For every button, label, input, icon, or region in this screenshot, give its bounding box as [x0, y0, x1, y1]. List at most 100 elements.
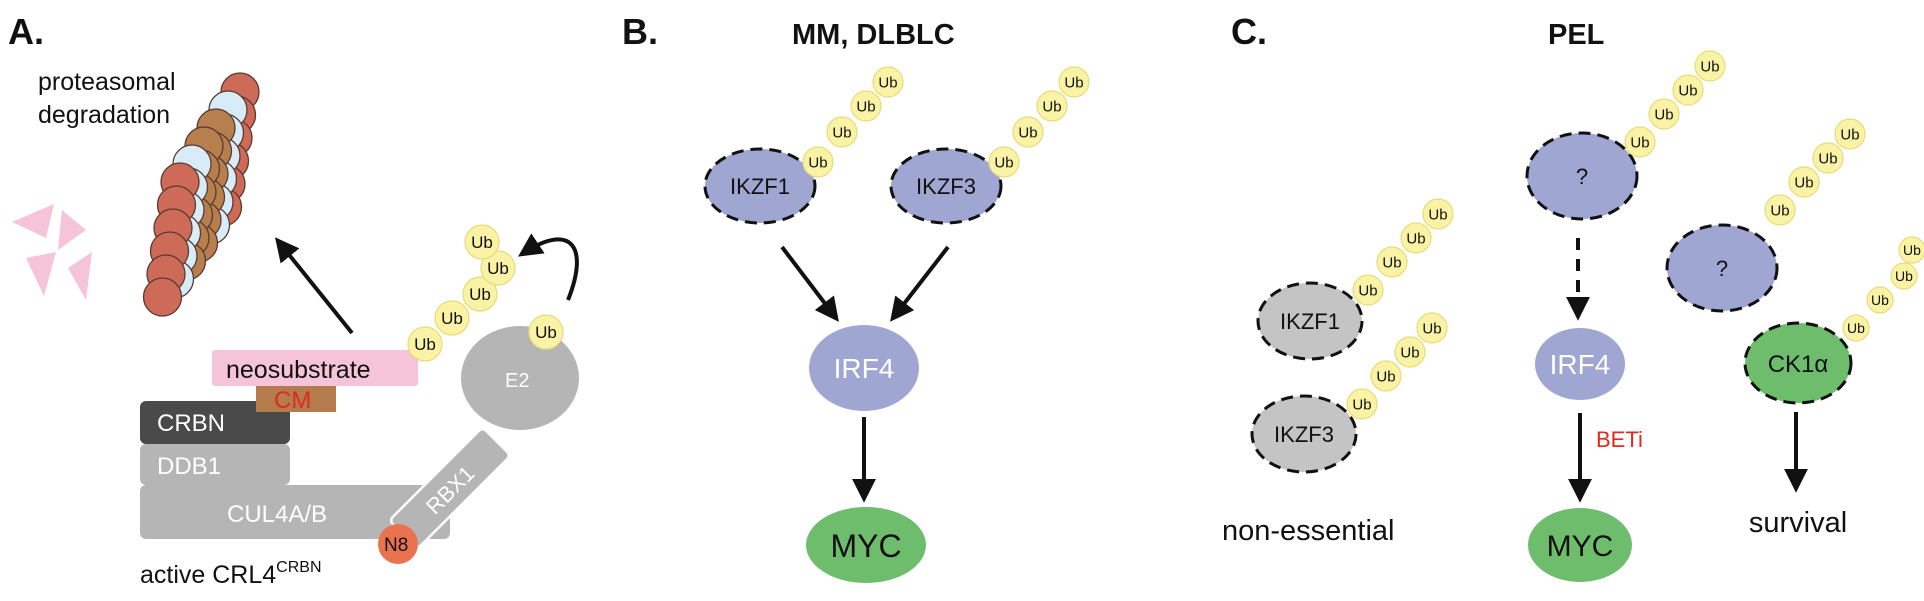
ubiquitin-label: Ub	[1422, 320, 1441, 337]
survival-label: survival	[1749, 507, 1847, 539]
ubiquitin-bead	[1812, 142, 1844, 174]
unknown-target-label: ?	[1576, 164, 1588, 189]
peptide-fragment	[58, 210, 86, 250]
pel-ikzf1-node	[1256, 281, 1364, 361]
ubiquitin-bead	[1834, 118, 1866, 150]
ck1a-label: CK1α	[1768, 351, 1829, 378]
ddb1-label: DDB1	[157, 453, 221, 480]
ubiquitin-bead	[1400, 222, 1432, 254]
rbx1-box: RBX1	[390, 428, 510, 548]
crbn-label: CRBN	[157, 410, 225, 437]
myc-node	[806, 507, 926, 583]
panel-b-title: MM, DLBLC	[792, 19, 955, 51]
ubiquitin-label: Ub	[1352, 396, 1371, 413]
unknown-target-node-2	[1665, 223, 1779, 313]
ubiquitin-bead	[1788, 166, 1820, 198]
ubiquitin-label: Ub	[535, 323, 557, 342]
ubiquitin-bead	[872, 66, 904, 98]
ubiquitin-label: Ub	[1840, 126, 1859, 143]
ubiquitin-label: Ub	[808, 154, 827, 171]
irf4-label: IRF4	[834, 353, 895, 384]
ub-transfer-arrow	[518, 233, 579, 301]
peptide-fragments	[12, 204, 92, 300]
ubiquitin-bead	[1422, 198, 1454, 230]
ddb1-box	[140, 444, 290, 485]
panel-a-letter: A.	[8, 11, 44, 52]
pel-irf4-label: IRF4	[1550, 349, 1611, 380]
pel-myc-label: MYC	[1547, 530, 1614, 563]
peptide-fragment	[26, 252, 56, 296]
ubiquitin-label: Ub	[1400, 344, 1419, 361]
ikzf3-label: IKZF3	[916, 174, 976, 199]
proteasome-subunit	[142, 277, 183, 317]
ubiquitin-bead	[1866, 286, 1894, 314]
irf4-node	[809, 325, 919, 411]
pel-ikzf3-label: IKZF3	[1274, 422, 1334, 447]
ubiquitin-label: Ub	[1895, 268, 1913, 284]
ubiquitin-label: Ub	[878, 74, 897, 91]
peptide-fragment	[12, 204, 54, 238]
complex-superscript: CRBN	[276, 559, 321, 576]
degradation-arrow	[274, 237, 354, 335]
ubiquitin-label: Ub	[1700, 58, 1719, 75]
unknown-target-node	[1525, 131, 1639, 221]
complex-label: active CRL4CRBN	[140, 559, 322, 589]
ubiquitin-bead	[528, 314, 564, 350]
ubiquitin-bead	[1898, 236, 1924, 264]
ubiquitin-bead	[1346, 388, 1378, 420]
n8-label: N8	[384, 535, 408, 556]
pel-ikzf3-node	[1250, 394, 1358, 474]
ubiquitin-bead	[1352, 274, 1384, 306]
ubiquitin-bead	[1672, 74, 1704, 106]
ubiquitin-label: Ub	[1678, 82, 1697, 99]
ikzf3-node	[889, 147, 1003, 225]
ubiquitin-label: Ub	[1847, 320, 1865, 336]
panel-c-title: PEL	[1548, 19, 1604, 51]
proteasome	[142, 72, 260, 317]
panel-b-letter: B.	[622, 11, 658, 52]
ubiquitin-label: Ub	[487, 259, 509, 278]
panel-b: B. MM, DLBLC IKZF1 IKZF3 IRF4 MYC UbUbUb…	[622, 11, 1090, 583]
ubiquitin-label: Ub	[1042, 98, 1061, 115]
ubiquitin-bead	[1370, 360, 1402, 392]
ubiquitin-label: Ub	[1018, 124, 1037, 141]
ubiquitin-bead	[850, 90, 882, 122]
pel-irf4-node	[1535, 328, 1625, 400]
proteasome-label-line1: proteasomal	[38, 68, 176, 96]
ubiquitin-label: Ub	[1654, 106, 1673, 123]
panel-c-letter: C.	[1231, 11, 1267, 52]
ubiquitin-label: Ub	[1428, 206, 1447, 223]
ubiquitin-bead	[1648, 98, 1680, 130]
proteasome-label-line2: degradation	[38, 101, 170, 129]
ubiquitin-label: Ub	[414, 335, 436, 354]
cul4-label: CUL4A/B	[227, 501, 327, 528]
ubiquitin-bead	[1764, 194, 1796, 226]
ubiquitin-bead	[434, 300, 470, 336]
unknown-target-label-2: ?	[1716, 256, 1728, 281]
cul4-box	[140, 485, 450, 539]
pel-ikzf1-label: IKZF1	[1280, 309, 1340, 334]
ubiquitin-label: Ub	[1376, 368, 1395, 385]
ubiquitin-label: Ub	[1630, 134, 1649, 151]
arrow-ikzf1-irf4	[780, 245, 839, 322]
e2-label: E2	[505, 370, 529, 392]
ubiquitin-label: Ub	[441, 309, 463, 328]
ubiquitin-bead	[1376, 246, 1408, 278]
panel-a: A. proteasomal degradation CUL4A/B DDB1 …	[8, 11, 579, 589]
n8-badge	[378, 524, 418, 564]
cm-label: CM	[274, 387, 311, 414]
ubiquitin-bead	[988, 146, 1020, 178]
ubiquitin-label: Ub	[1382, 254, 1401, 271]
ubiquitin-label: Ub	[1871, 292, 1889, 308]
ubiquitin-label: Ub	[832, 124, 851, 141]
ubiquitin-bead	[480, 250, 516, 286]
ubiquitin-bead	[1394, 336, 1426, 368]
ubiquitin-label: Ub	[1794, 174, 1813, 191]
cm-box	[256, 386, 336, 412]
ubiquitin-label: Ub	[994, 154, 1013, 171]
panel-c: C. PEL ? ? IRF4 BETi MYC IKZF1 IKZF3 non…	[1222, 11, 1924, 582]
neosubstrate-label: neosubstrate	[226, 356, 371, 384]
